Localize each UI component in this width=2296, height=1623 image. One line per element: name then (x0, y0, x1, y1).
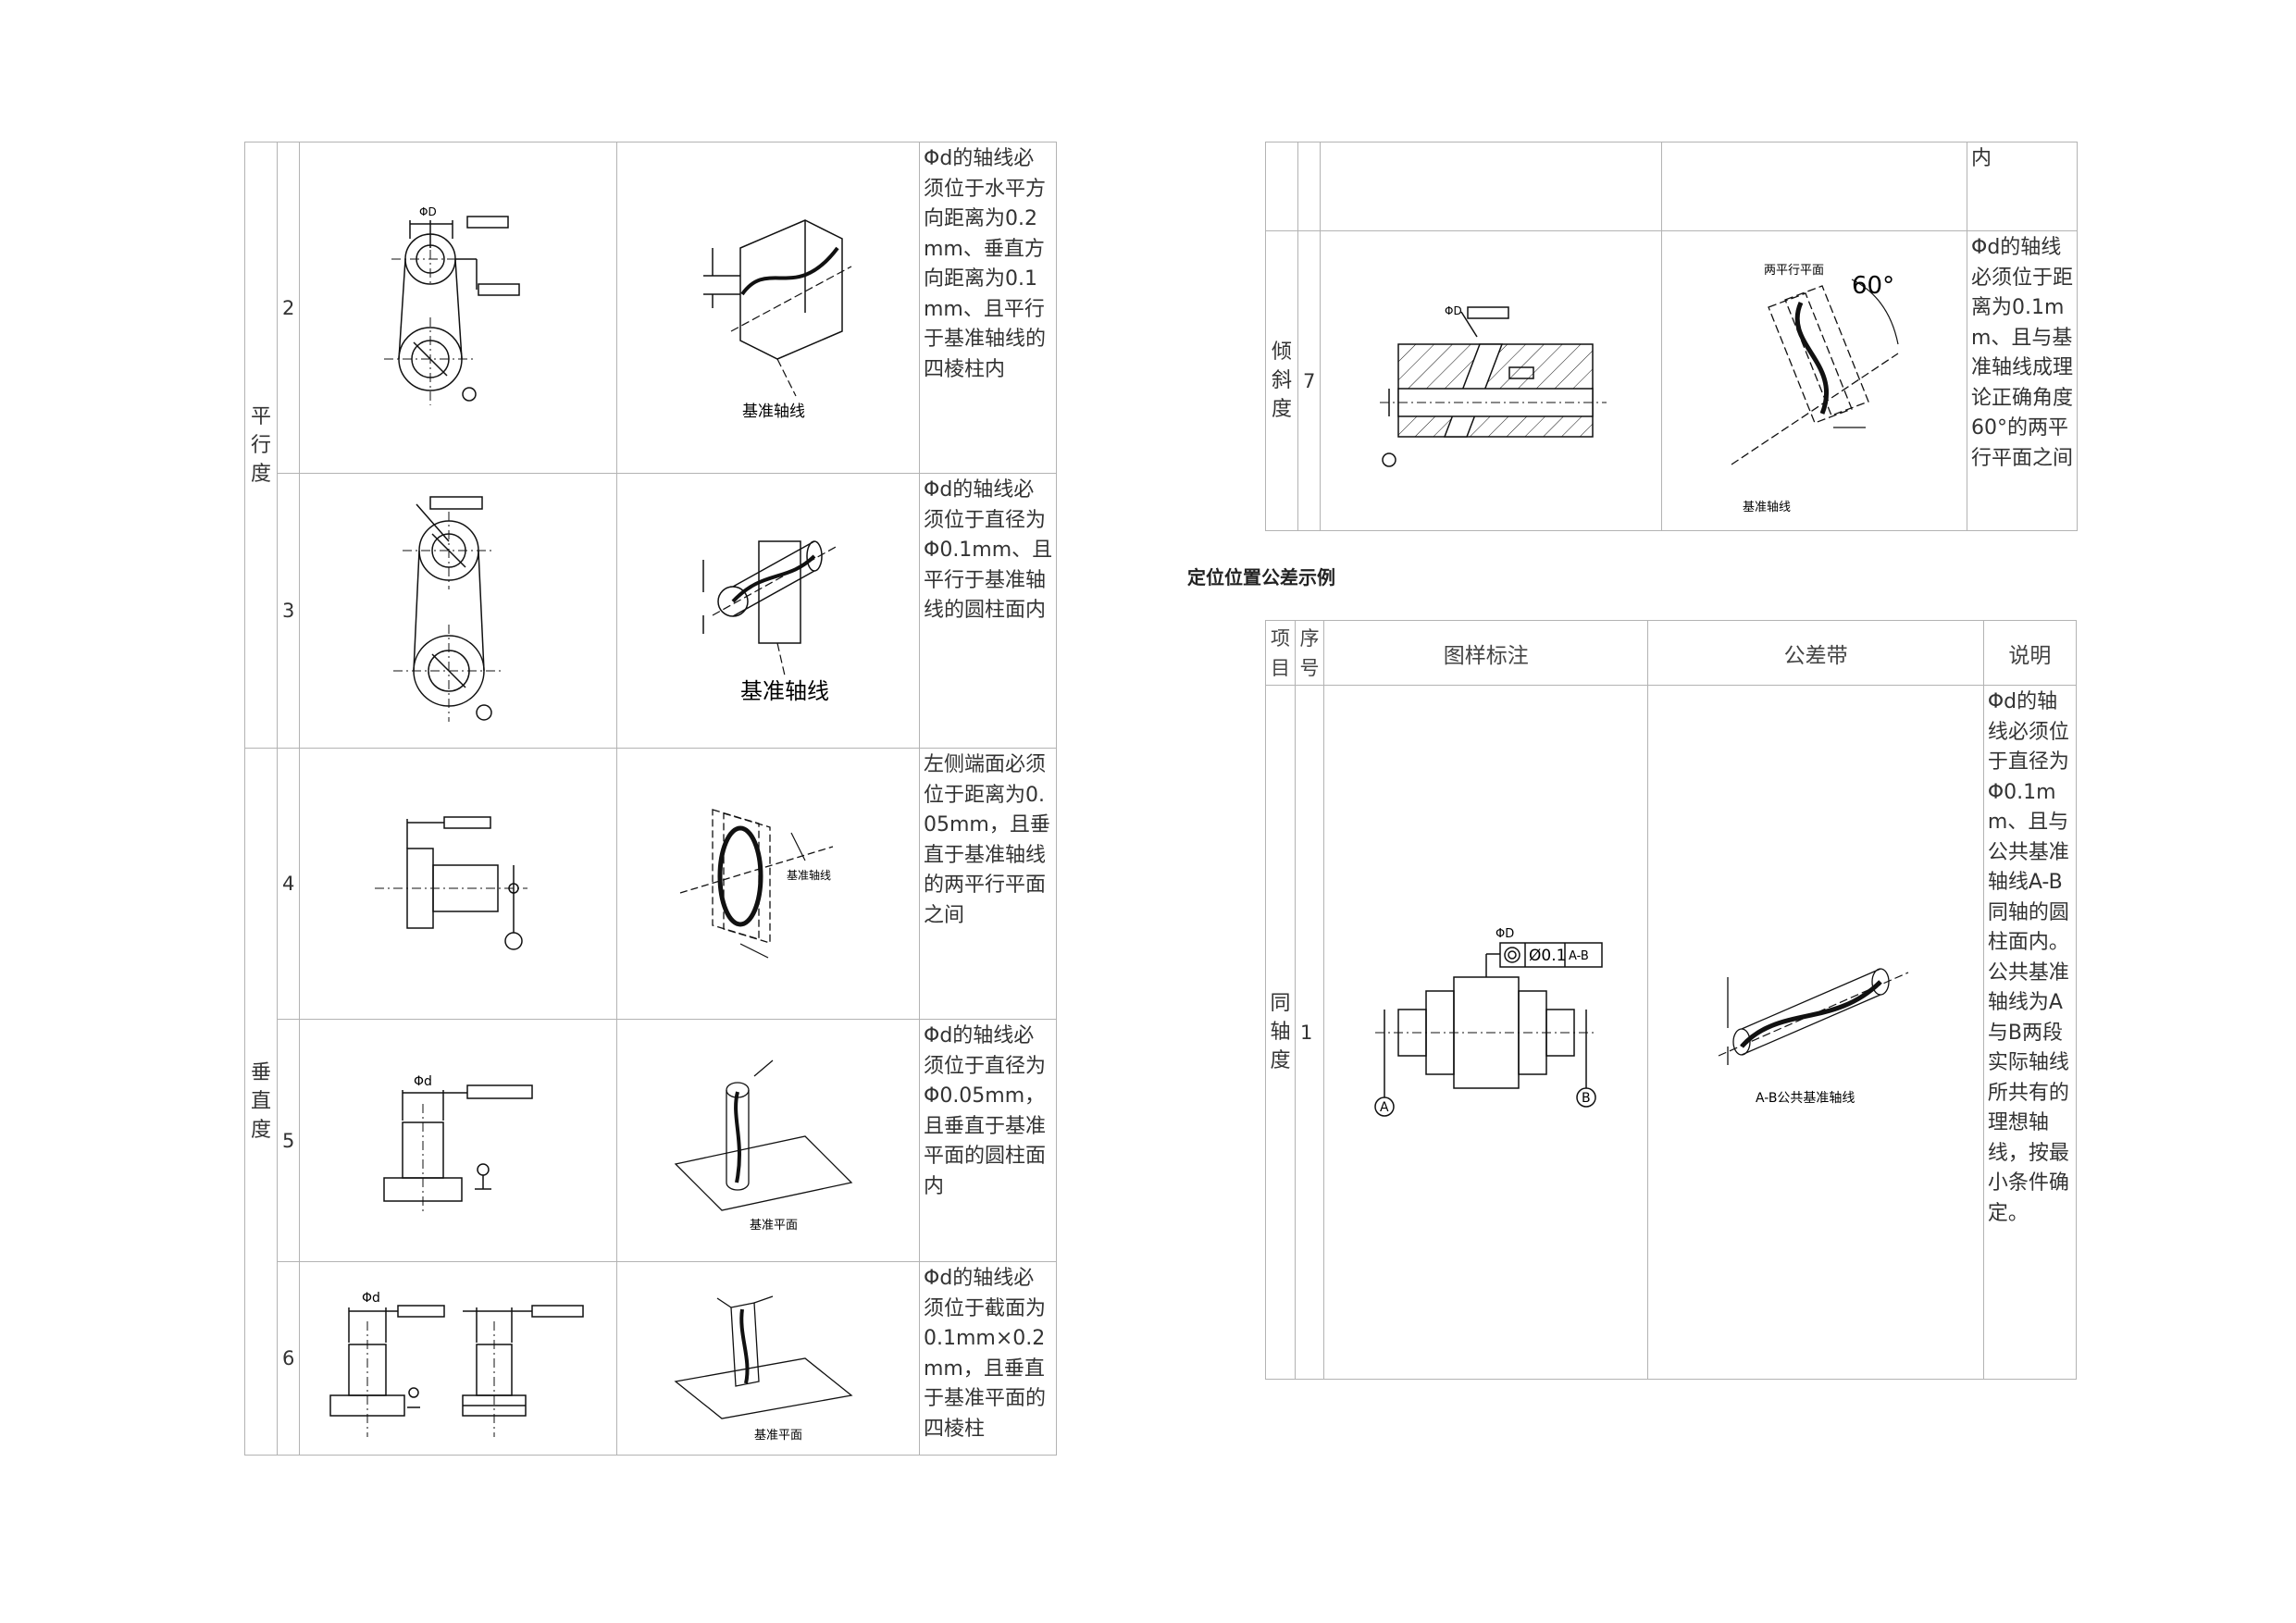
table-row: 6 (245, 1261, 1057, 1456)
four-prism-zone-sketch: 基准轴线 (703, 218, 852, 421)
table-row: 5 Φd (245, 1019, 1057, 1262)
table-row: 内 (1265, 142, 2078, 231)
category-perpendicularity: 垂直度 (250, 1061, 271, 1142)
row-number: 2 (277, 142, 300, 474)
inclination-table: 内 倾斜度 7 (1265, 142, 2078, 531)
header-item: 项目 (1264, 620, 1297, 686)
connecting-rod-diameter-drawing (393, 496, 504, 722)
perpendicular-cylinder-zone-sketch: 基准平面 (674, 1059, 853, 1233)
section-title: 定位位置公差示例 (1187, 566, 1335, 588)
table-row: 3 (245, 473, 1057, 749)
callout-datum: A-B (1569, 949, 1589, 963)
parallel-planes-label: 两平行平面 (1764, 264, 1824, 278)
datum-b-label: B (1582, 1091, 1591, 1106)
callout-value: Ø0.1 (1529, 947, 1566, 965)
tolerance-zone-cell: 基准轴线 (616, 142, 920, 474)
left-tolerance-table: 平行度 2 (244, 142, 1057, 1456)
drawing-annotation-cell: ΦD Ø0.1 A-B A B (1323, 685, 1649, 1380)
description-cell: Φd的轴线必须位于直径为Φ0.1mm、且与公共基准轴线A-B同轴的圆柱面内。公共… (1982, 685, 2078, 1380)
row-number: 4 (277, 748, 300, 1020)
drawing-annotation-cell: Φd (299, 1019, 617, 1262)
callout-diameter: ΦD (1496, 927, 1514, 941)
description-cell: Φd的轴线必须位于直径为Φ0.1mm、且平行于基准轴线的圆柱面内 (919, 473, 1057, 749)
table-row: 同轴度 1 (1264, 685, 2078, 1380)
description-cell: Φd的轴线必须位于截面为0.1mm×0.2mm，且垂直于基准平面的四棱柱 (919, 1261, 1057, 1456)
category-cell: 同轴度 (1264, 685, 1297, 1380)
pin-on-base-drawing: Φd (383, 1074, 533, 1215)
tolerance-zone-cell: A-B公共基准轴线 (1647, 685, 1984, 1380)
datum-plane-label: 基准平面 (754, 1429, 802, 1443)
shaft-end-face-drawing (375, 816, 527, 950)
datum-axis-label: 基准轴线 (1743, 501, 1791, 514)
row-number: 5 (277, 1019, 300, 1262)
parallel-planes-zone-sketch: 基准轴线 (679, 809, 834, 959)
dim-phi-D: ΦD (1445, 304, 1462, 317)
category-cell: 平行度 (244, 142, 278, 749)
connecting-rod-parallelism-drawing: ΦD (384, 205, 520, 405)
category-coaxiality: 同轴度 (1270, 992, 1291, 1072)
header-num: 序号 (1295, 620, 1325, 686)
tolerance-zone-cell: 基准轴线 (616, 748, 920, 1020)
header-zone: 公差带 (1647, 620, 1984, 686)
drawing-annotation-cell (299, 473, 617, 749)
inclined-planes-zone-sketch: 两平行平面 60° 基准轴线 (1731, 264, 1899, 514)
dim-phi-D: ΦD (419, 205, 437, 218)
description-cell: Φd的轴线必须位于水平方向距离为0.2mm、垂直方向距离为0.1mm、且平行于基… (919, 142, 1057, 474)
coaxial-cylinder-zone-sketch: A-B公共基准轴线 (1718, 967, 1909, 1106)
angle-60-label: 60° (1852, 272, 1894, 300)
table-row: 平行度 2 (244, 142, 1057, 749)
row-number: 7 (1297, 230, 1321, 531)
datum-axis-label: 基准轴线 (787, 868, 831, 882)
category-parallelism: 平行度 (250, 404, 271, 486)
category-cell: 倾斜度 (1265, 230, 1298, 531)
datum-a-label: A (1380, 1100, 1389, 1115)
drawing-annotation-cell: Φd (299, 1261, 617, 1456)
category-cell: 垂直度 (244, 748, 278, 1456)
coaxiality-table: 项目 序号 图样标注 公差带 说明 同轴度 1 (1264, 620, 2078, 1380)
table-row: 垂直度 4 (244, 748, 1057, 1456)
table-row: 倾斜度 7 ΦD (1265, 230, 2078, 531)
common-datum-axis-label: A-B公共基准轴线 (1756, 1090, 1855, 1106)
drawing-annotation-cell (299, 748, 617, 1020)
drawing-annotation-cell: ΦD (1320, 230, 1662, 531)
header-desc: 说明 (1982, 620, 2078, 686)
two-pin-views-drawing: Φd (329, 1291, 584, 1437)
tolerance-zone-cell: 基准平面 (616, 1261, 920, 1456)
cylinder-zone-sketch: 基准轴线 (702, 540, 838, 704)
continuation-cell: 内 (1967, 142, 2078, 231)
rectangular-prism-zone-sketch: 基准平面 (674, 1295, 853, 1443)
tolerance-zone-cell: 基准平面 (616, 1019, 920, 1262)
row-number: 3 (277, 473, 300, 749)
row-number: 1 (1295, 685, 1325, 1380)
category-inclination: 倾斜度 (1271, 341, 1292, 421)
description-cell: 左侧端面必须位于距离为0.05mm，且垂直于基准轴线的两平行平面之间 (919, 748, 1057, 1020)
dim-phi-d: Φd (362, 1291, 380, 1306)
tolerance-zone-cell: 两平行平面 60° 基准轴线 (1661, 230, 1967, 531)
header-drawing: 图样标注 (1323, 620, 1649, 686)
datum-axis-label: 基准轴线 (740, 678, 829, 704)
dim-phi-d: Φd (414, 1074, 432, 1089)
drawing-annotation-cell: ΦD (299, 142, 617, 474)
tolerance-zone-cell: 基准轴线 (616, 473, 920, 749)
row-number: 6 (277, 1261, 300, 1456)
description-cell: Φd的轴线必须位于直径为Φ0.05mm，且垂直于基准平面的圆柱面内 (919, 1019, 1057, 1262)
table-header-row: 项目 序号 图样标注 公差带 说明 (1264, 620, 2078, 686)
datum-plane-label: 基准平面 (750, 1219, 798, 1233)
inclined-hole-drawing: ΦD (1380, 304, 1607, 467)
datum-axis-label: 基准轴线 (742, 403, 805, 421)
description-cell: Φd的轴线必须位于距离为0.1mm、且与基准轴线成理论正确角度60°的两平行平面… (1967, 230, 2078, 531)
stepped-shaft-coaxiality-drawing: ΦD Ø0.1 A-B A B (1374, 927, 1603, 1117)
